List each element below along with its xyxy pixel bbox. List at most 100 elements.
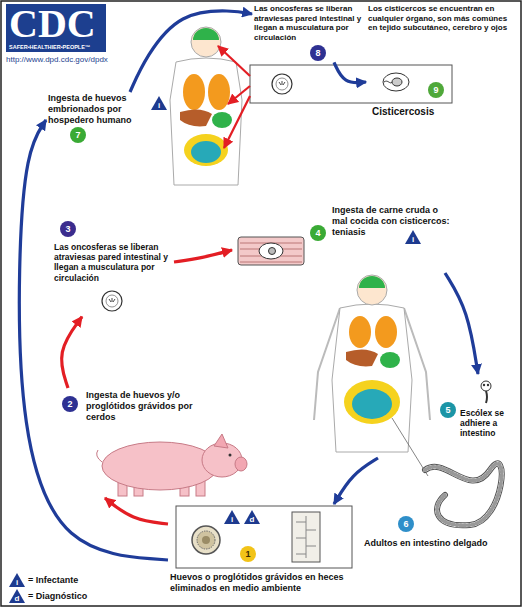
adult-tapeworm <box>425 463 502 525</box>
adult-tapeworm <box>425 463 502 525</box>
stage-description: Ingesta de carne cruda o mal cocida con … <box>332 205 452 237</box>
stage-description: Las oncosferas se liberan atraviesas par… <box>54 242 172 283</box>
marker-letter: i <box>151 101 167 110</box>
pig <box>235 457 247 471</box>
migration-line <box>218 46 250 76</box>
stage-description: Ingesta de huevos embrionados por hosped… <box>48 93 146 125</box>
cysticercus <box>384 81 392 83</box>
oncosphere <box>102 291 122 311</box>
human-figure <box>170 58 242 185</box>
callout-number: 8 <box>310 45 326 61</box>
cysticercus <box>383 73 409 91</box>
cycle-arrow <box>62 317 82 388</box>
egg <box>197 531 215 549</box>
proglottid <box>292 512 320 562</box>
marker-letter: i <box>224 515 240 524</box>
stage-label: Cisticercosis <box>372 106 434 118</box>
human-figure <box>191 27 221 57</box>
human-figure <box>344 380 400 424</box>
logo-text: http://www.dpd.cdc.gov/dpdx <box>6 55 108 64</box>
callout-number: 9 <box>428 82 444 98</box>
legend-text: = Infectante <box>28 575 78 586</box>
stage-box <box>176 65 452 568</box>
scolex <box>486 391 487 403</box>
stage-block: Escólex se adhiere a intestino5 <box>440 374 518 441</box>
stage-description: Huevos o proglótidos grávidos en heces e… <box>170 572 354 594</box>
pig <box>97 450 102 462</box>
marker-letter: i <box>9 578 25 587</box>
marker-letter: d <box>9 594 25 603</box>
stage-block: Ingesta de huevos embrionados por hosped… <box>46 92 148 145</box>
stage-marker <box>9 96 421 603</box>
marker-letter: i <box>405 235 421 244</box>
cycle-arrow <box>174 250 232 262</box>
stage-box <box>250 65 452 103</box>
callout-number: 2 <box>62 396 78 412</box>
stage-block: Huevos o proglótidos grávidos en heces e… <box>168 504 356 596</box>
human-figure <box>183 74 205 110</box>
human-figure <box>357 275 387 305</box>
callout-number: 5 <box>440 402 456 418</box>
stage-description: Las oncosferas se liberan atraviesas par… <box>254 4 362 42</box>
proglottid <box>292 512 320 562</box>
stage-block: Adultos en intestino delgado6 <box>362 458 516 551</box>
stage-marker <box>405 230 421 244</box>
logo-text: SAFER•HEALTHIER•PEOPLE™ <box>9 44 90 50</box>
oncosphere <box>279 81 285 85</box>
stage-description: Ingesta de huevos y/o proglótidos grávid… <box>86 390 196 422</box>
adult-tapeworm <box>425 463 502 525</box>
scolex <box>481 381 491 403</box>
stage-description: Escólex se adhiere a intestino <box>460 408 516 439</box>
stage-block: Las oncosferas se liberan atraviesas par… <box>52 220 174 317</box>
migration-line <box>218 46 250 148</box>
muscle-tissue <box>259 243 283 259</box>
human-figure <box>212 112 232 128</box>
callout-number: 6 <box>398 516 414 532</box>
human-figure <box>208 74 230 110</box>
stage-marker <box>224 510 240 524</box>
pig <box>102 442 218 490</box>
stage-block: Ingesta de carne cruda o mal cocida con … <box>232 203 454 273</box>
pig <box>229 454 232 457</box>
muscle-tissue <box>238 237 304 265</box>
callout-number: 3 <box>60 221 76 237</box>
callout-number: 4 <box>310 225 326 241</box>
oncosphere <box>276 78 288 90</box>
human-figure <box>375 316 397 348</box>
egg <box>192 526 220 554</box>
logo-text: CDC <box>9 4 96 44</box>
human-figure <box>332 304 412 452</box>
oncosphere <box>109 298 115 302</box>
oncosphere <box>106 295 118 307</box>
stage-marker <box>244 510 260 524</box>
cdc-logo <box>6 4 106 52</box>
oncosphere <box>272 74 292 94</box>
stage-description: Los cisticercos se encuentran en cualqui… <box>368 4 516 33</box>
human-figure <box>191 141 221 163</box>
scolex <box>481 381 491 391</box>
callout-number: 7 <box>70 127 86 143</box>
human-figure <box>349 316 371 348</box>
muscle-tissue <box>238 237 304 265</box>
human-figure <box>193 28 219 40</box>
scolex <box>483 384 485 386</box>
callout-number: 1 <box>240 546 256 562</box>
cycle-arrow <box>105 498 168 524</box>
egg <box>192 526 220 554</box>
stage-marker <box>9 573 25 587</box>
oncosphere <box>102 291 122 311</box>
human-figure <box>352 389 392 419</box>
pig <box>97 434 247 496</box>
stage-marker <box>9 589 25 603</box>
human-figure <box>314 275 430 476</box>
cycle-arrow <box>334 62 366 82</box>
egg <box>202 536 210 544</box>
cysticercus <box>383 73 409 91</box>
human-figure <box>180 109 212 126</box>
migration-line <box>224 96 250 148</box>
human-figure <box>184 134 228 166</box>
connector-group <box>19 11 478 560</box>
cycle-arrow <box>19 120 168 560</box>
